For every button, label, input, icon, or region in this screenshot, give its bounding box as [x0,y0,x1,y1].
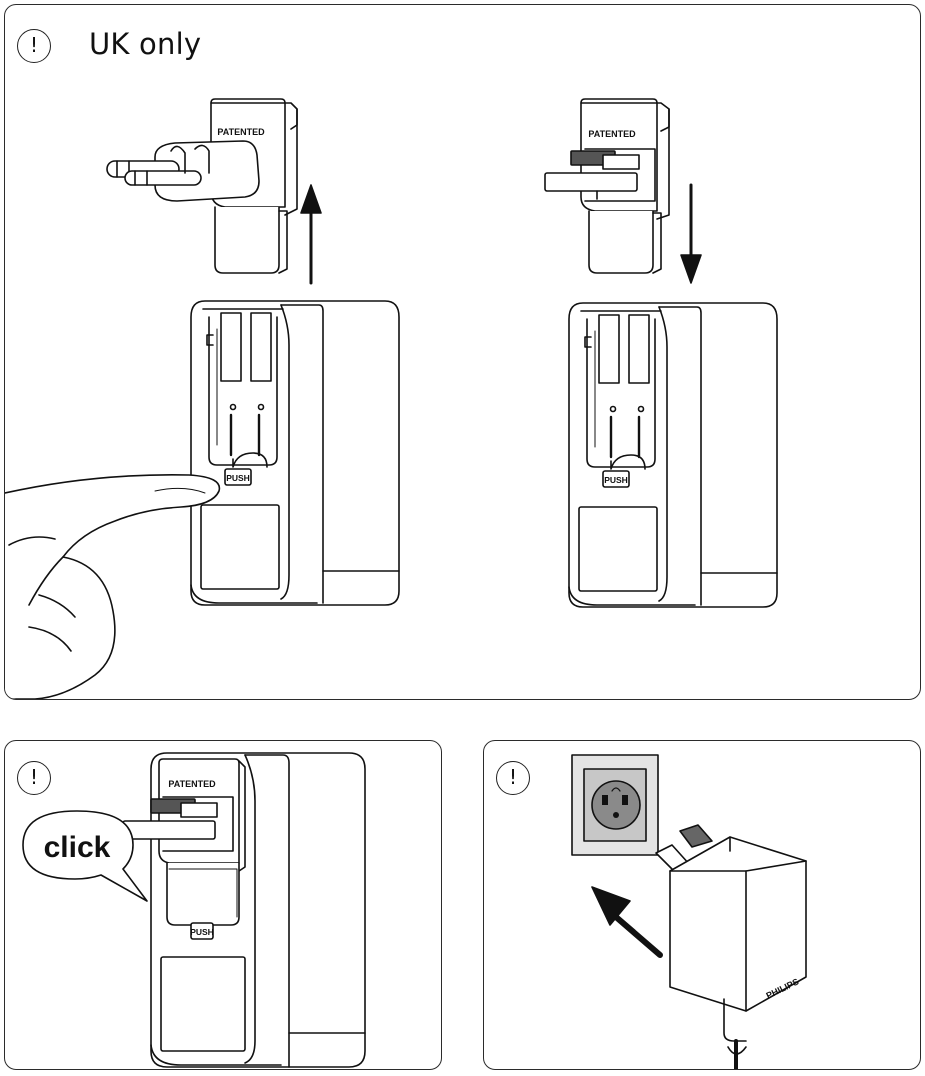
arrow-down-icon [680,183,702,284]
push-label: PUSH [226,473,250,483]
patented-label: PATENTED [168,779,216,789]
click-speech-bubble [22,810,148,902]
finger-icon [5,474,221,699]
arrow-diagonal-icon [591,886,663,958]
patented-label: PATENTED [217,127,265,137]
wall-socket-icon [571,754,659,856]
top-instruction-panel: ! UK only PATENTED [4,4,921,700]
uk-plug-adapter [544,98,670,274]
eu-plug-adapter [106,98,298,274]
charger-body-left [190,300,400,606]
charger-body-right [568,302,778,608]
top-illustration: PATENTED PUSH [5,98,778,699]
click-label: click [44,831,111,864]
socket-instruction-panel: ! PHILIPS [483,740,921,1070]
charger-body [122,752,366,1068]
push-label: PUSH [604,475,628,485]
power-adapter [655,824,807,1069]
socket-illustration: PHILIPS [571,754,807,1069]
click-instruction-panel: ! PATENTED PUSH click [4,740,442,1070]
patented-label: PATENTED [588,129,636,139]
panel-title: UK only [89,27,202,61]
arrow-up-icon [300,184,322,285]
warning-icon: ! [17,761,51,795]
warning-icon: ! [17,29,51,63]
click-illustration: PATENTED PUSH click [22,752,366,1068]
warning-icon: ! [496,761,530,795]
push-label: PUSH [190,927,214,937]
